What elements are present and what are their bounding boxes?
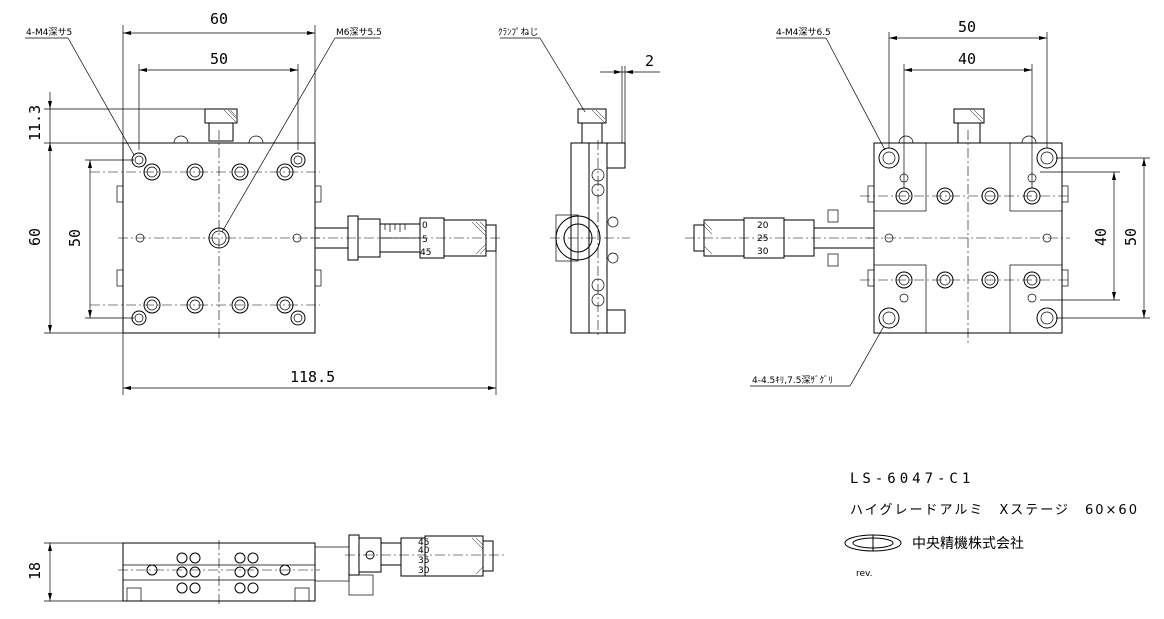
company-logo	[844, 534, 902, 552]
bottom-micrometer: 45 40 35 30	[345, 534, 505, 577]
dim-bottom-height: 18	[26, 562, 44, 580]
bottom-view: 45 40 35 30 18	[26, 534, 505, 605]
dim-rear-pitch: 40	[958, 50, 976, 68]
callout-m4-depth65: 4-M4深サ6.5	[776, 27, 831, 38]
callout-m6-depth55: M6深サ5.5	[336, 27, 382, 38]
rear-view: 20 25 30 50 40 40 50 4-M4深サ6.5 4-4.5ｷﾘ	[685, 18, 1150, 387]
front-holes-top	[131, 152, 306, 181]
rear-mic-mark-0: 20	[757, 221, 769, 231]
front-mic-mark-1: 5	[422, 235, 428, 245]
front-mic-mark-0: 0	[422, 221, 428, 231]
rear-mic-mark-1: 25	[757, 234, 768, 244]
front-micrometer: 0 5 45	[310, 215, 500, 261]
model-number: LS-6047-C1	[850, 471, 974, 487]
dim-rear-height-50: 50	[1122, 228, 1140, 246]
rear-mic-mark-2: 30	[757, 247, 769, 257]
dim-front-width: 60	[210, 10, 228, 28]
bottom-holes	[146, 552, 291, 594]
title-block: LS-6047-C1 ハイグレードアルミ Xステージ 60×60 中央精機株式会…	[844, 471, 1139, 579]
product-description: ハイグレードアルミ Xステージ 60×60	[850, 503, 1139, 518]
dim-overall-length: 118.5	[290, 368, 335, 386]
dim-side-gap: 2	[645, 52, 654, 70]
dim-front-pitch-v: 50	[66, 229, 84, 247]
callout-m4-depth5: 4-M4深サ5	[26, 27, 72, 38]
front-holes-bottom	[131, 296, 306, 326]
rear-micrometer: 20 25 30	[685, 209, 875, 267]
front-view: 0 5 45 60 50 11.3 60 50	[25, 10, 500, 395]
dim-knob-offset: 11.3	[26, 105, 44, 141]
dim-front-pitch: 50	[210, 50, 228, 68]
dim-rear-height-40: 40	[1092, 228, 1110, 246]
front-clamp-knob	[204, 108, 238, 124]
bottom-mic-mark-1: 40	[418, 546, 430, 556]
dim-front-height: 60	[26, 228, 44, 246]
company-name: 中央精機株式会社	[912, 536, 1024, 552]
side-view: 2 ｸﾗﾝﾌﾟねじ	[498, 27, 660, 338]
callout-counterbore: 4-4.5ｷﾘ,7.5深ｻﾞｸﾞﾘ	[752, 375, 833, 386]
front-center-m6-hole	[208, 227, 230, 249]
bottom-mic-mark-3: 30	[418, 566, 430, 576]
revision-label: rev.	[856, 569, 873, 579]
dim-rear-width: 50	[958, 18, 976, 36]
bottom-mic-mark-2: 35	[418, 556, 429, 566]
callout-clamp-screw: ｸﾗﾝﾌﾟねじ	[498, 27, 539, 38]
bottom-mic-mark-0: 45	[418, 538, 429, 548]
front-mic-mark-2: 45	[420, 248, 431, 258]
